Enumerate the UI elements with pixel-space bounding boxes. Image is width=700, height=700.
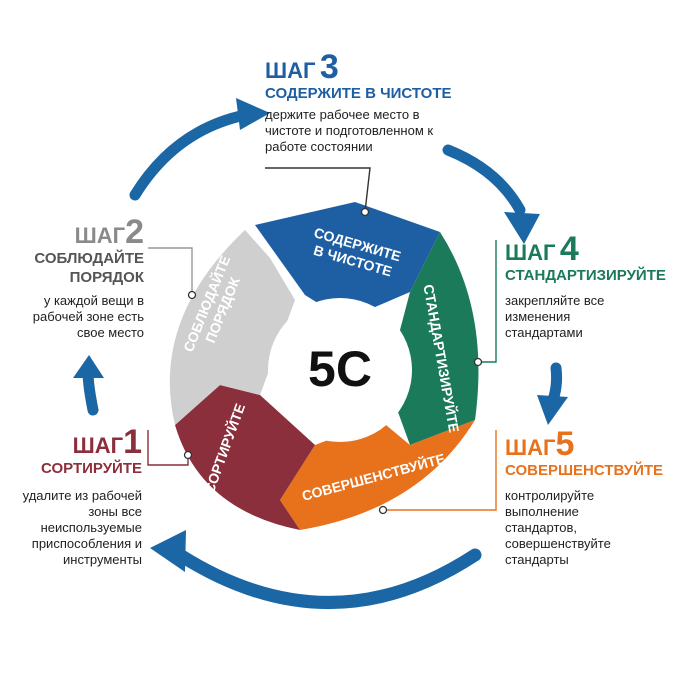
step4-desc-line: закрепляйте все: [505, 293, 605, 308]
step4-title: СТАНДАРТИЗИРУЙТЕ: [505, 267, 666, 284]
connector-dot-step3: [360, 207, 370, 217]
step4-description: закрепляйте все изменения стандартами: [505, 293, 666, 341]
step4-desc-line: стандартами: [505, 325, 583, 340]
connector-dot-step5: [378, 505, 388, 515]
arrow-step5-to-step1: [173, 548, 482, 609]
step5-desc-line: стандартов,: [505, 520, 578, 535]
connector-step4: [480, 240, 497, 363]
connector-dot-step4: [473, 357, 483, 367]
step1-word: ШАГ: [72, 433, 124, 458]
arrow-head-step5: [537, 395, 568, 425]
step2-title-line2: ПОРЯДОК: [69, 269, 144, 286]
step2-desc-line: свое место: [76, 325, 144, 340]
step4-heading: ШАГ 4: [505, 232, 666, 266]
step5-desc-line: совершенствуйте: [505, 536, 611, 551]
step4-number: 4: [559, 230, 579, 268]
step1-title: СОРТИРУЙТЕ: [41, 460, 142, 477]
step2-title: СОБЛЮДАЙТЕ ПОРЯДОК: [8, 249, 144, 287]
step3-block: ШАГ 3 СОДЕРЖИТЕ В ЧИСТОТЕ держите рабоче…: [265, 50, 452, 155]
connector-step1: [147, 430, 189, 466]
step2-description: у каждой вещи в рабочей зоне есть свое м…: [8, 293, 144, 341]
step4-block: ШАГ 4 СТАНДАРТИЗИРУЙТЕ закрепляйте все и…: [505, 232, 666, 341]
step5-number: 5: [555, 425, 575, 463]
arrow-step3-to-step4: [442, 144, 526, 216]
arrow-head-step2: [73, 355, 104, 378]
step1-block: ШАГ1 СОРТИРУЙТЕ удалите из рабочей зоны …: [2, 425, 142, 568]
step2-desc-line: рабочей зоне есть: [32, 309, 144, 324]
step1-desc-line: приспособления и: [31, 536, 142, 551]
arrow-head-step4: [504, 212, 540, 244]
connector-dot-step2: [187, 290, 197, 300]
step1-desc-line: удалите из рабочей: [22, 488, 142, 503]
step3-description: держите рабочее место в чистоте и подгот…: [265, 107, 452, 155]
connector-step3: [265, 167, 371, 213]
step4-desc-line: изменения: [505, 309, 571, 324]
step5-block: ШАГ5 СОВЕРШЕНСТВУЙТЕ контролируйте выпол…: [505, 427, 663, 568]
step3-heading: ШАГ 3: [265, 50, 452, 84]
step3-desc-line: работе состоянии: [265, 139, 373, 154]
step2-number: 2: [125, 213, 144, 251]
connector-step2: [148, 247, 193, 295]
segment-step4: [390, 232, 479, 445]
step1-desc-line: инструменты: [63, 552, 142, 567]
segment-step2: [169, 230, 295, 425]
step3-desc-line: держите рабочее место в: [265, 107, 420, 122]
step2-desc-line: у каждой вещи в: [43, 293, 144, 308]
arrow-head-step3: [236, 98, 270, 130]
step5-word: ШАГ: [505, 435, 556, 460]
step5-description: контролируйте выполнение стандартов, сов…: [505, 488, 663, 568]
segment-step1: [175, 385, 315, 530]
step2-word: ШАГ: [74, 223, 126, 248]
step3-word: ШАГ: [265, 58, 316, 83]
step1-heading: ШАГ1: [2, 425, 142, 459]
segment-step5: [280, 420, 475, 530]
arrow-step4-to-step5: [547, 362, 563, 406]
step1-desc-line: зоны все: [88, 504, 142, 519]
step4-word: ШАГ: [505, 240, 556, 265]
step5-desc-line: стандарты: [505, 552, 569, 567]
step2-title-line1: СОБЛЮДАЙТЕ: [34, 250, 144, 267]
step3-number: 3: [319, 48, 339, 86]
arrow-head-step1: [150, 530, 186, 572]
step1-desc-line: неиспользуемые: [40, 520, 142, 535]
step3-desc-line: чистоте и подготовленном к: [265, 123, 434, 138]
step2-heading: ШАГ2: [8, 215, 144, 249]
connector-dot-step1: [183, 450, 193, 460]
step5-title: СОВЕРШЕНСТВУЙТЕ: [505, 462, 664, 479]
step2-block: ШАГ2 СОБЛЮДАЙТЕ ПОРЯДОК у каждой вещи в …: [8, 215, 144, 341]
center-circle: [268, 298, 412, 442]
arrow-step2-to-step3: [129, 109, 251, 201]
step3-title: СОДЕРЖИТЕ В ЧИСТОТЕ: [265, 85, 452, 102]
step5-desc-line: контролируйте: [505, 488, 595, 503]
step1-number: 1: [123, 423, 142, 461]
step5-heading: ШАГ5: [505, 427, 663, 461]
step1-description: удалите из рабочей зоны все неиспользуем…: [2, 488, 142, 568]
step5-desc-line: выполнение: [505, 504, 579, 519]
segment-step3: [255, 202, 440, 320]
center-label: 5С: [308, 341, 372, 397]
connector-step5: [385, 430, 497, 511]
